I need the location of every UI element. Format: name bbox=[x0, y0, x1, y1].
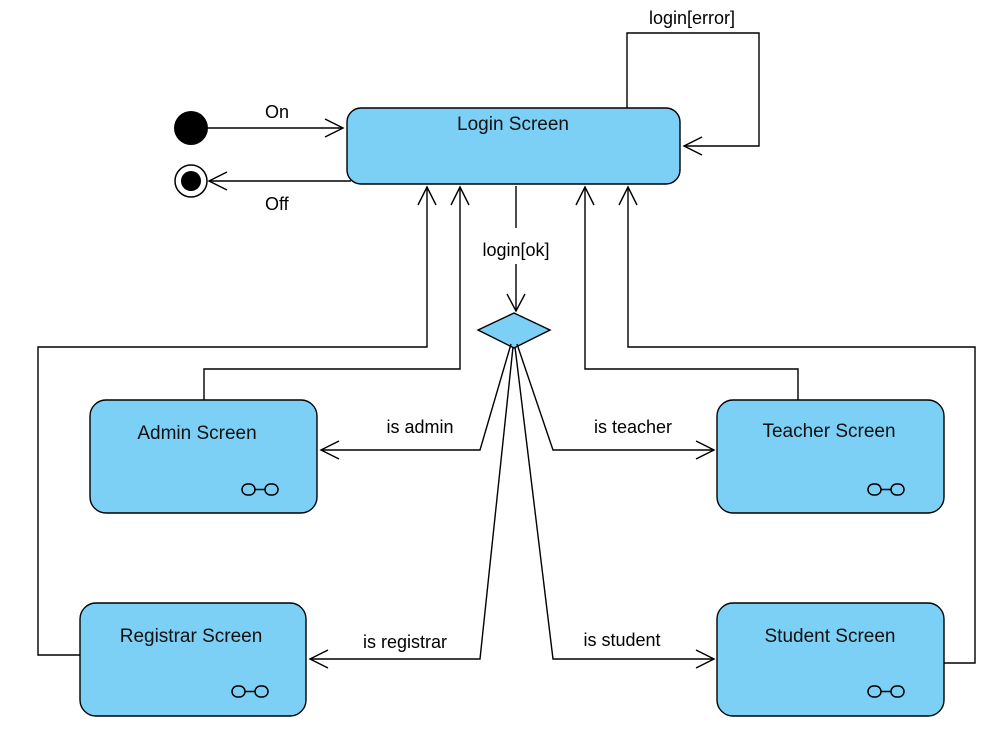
transition-is-teacher[interactable] bbox=[516, 343, 716, 460]
login-screen-state[interactable]: Login Screen bbox=[346, 107, 681, 185]
admin-screen-label: Admin Screen bbox=[137, 423, 256, 444]
transition-off-label: Off bbox=[265, 194, 290, 214]
transition-login-ok-label: login[ok] bbox=[482, 240, 549, 260]
login-screen-label: Login Screen bbox=[457, 114, 569, 135]
student-screen-label: Student Screen bbox=[765, 626, 896, 647]
registrar-screen-label: Registrar Screen bbox=[120, 626, 263, 647]
transition-is-admin[interactable] bbox=[319, 343, 512, 460]
admin-link-icon bbox=[241, 483, 279, 496]
teacher-screen-state[interactable]: Teacher Screen bbox=[716, 399, 945, 514]
transition-is-teacher-label: is teacher bbox=[594, 417, 672, 437]
transition-is-registrar[interactable] bbox=[308, 346, 514, 669]
initial-node[interactable] bbox=[174, 111, 208, 145]
transition-login-error[interactable] bbox=[626, 32, 760, 156]
transition-registrar-to-login[interactable] bbox=[37, 185, 437, 656]
transition-is-admin-label: is admin bbox=[386, 417, 453, 437]
final-node[interactable] bbox=[174, 164, 208, 198]
transition-teacher-to-login[interactable] bbox=[575, 185, 799, 400]
transition-student-to-login[interactable] bbox=[618, 185, 976, 664]
transition-is-student[interactable] bbox=[514, 346, 716, 669]
transition-off[interactable] bbox=[207, 171, 351, 191]
transition-admin-to-login[interactable] bbox=[203, 185, 470, 400]
teacher-screen-label: Teacher Screen bbox=[762, 421, 895, 442]
student-screen-state[interactable]: Student Screen bbox=[716, 602, 945, 717]
student-link-icon bbox=[867, 685, 905, 698]
transition-is-student-label: is student bbox=[583, 630, 660, 650]
admin-screen-state[interactable]: Admin Screen bbox=[89, 399, 318, 514]
registrar-screen-state[interactable]: Registrar Screen bbox=[79, 602, 307, 717]
transition-is-registrar-label: is registrar bbox=[363, 632, 447, 652]
transition-on-label: On bbox=[265, 102, 289, 122]
registrar-link-icon bbox=[231, 685, 269, 698]
transition-on[interactable] bbox=[208, 118, 345, 138]
transition-login-ok[interactable] bbox=[506, 186, 526, 313]
decision-node[interactable] bbox=[476, 312, 552, 349]
teacher-link-icon bbox=[867, 483, 905, 496]
transition-login-error-label: login[error] bbox=[649, 8, 735, 28]
